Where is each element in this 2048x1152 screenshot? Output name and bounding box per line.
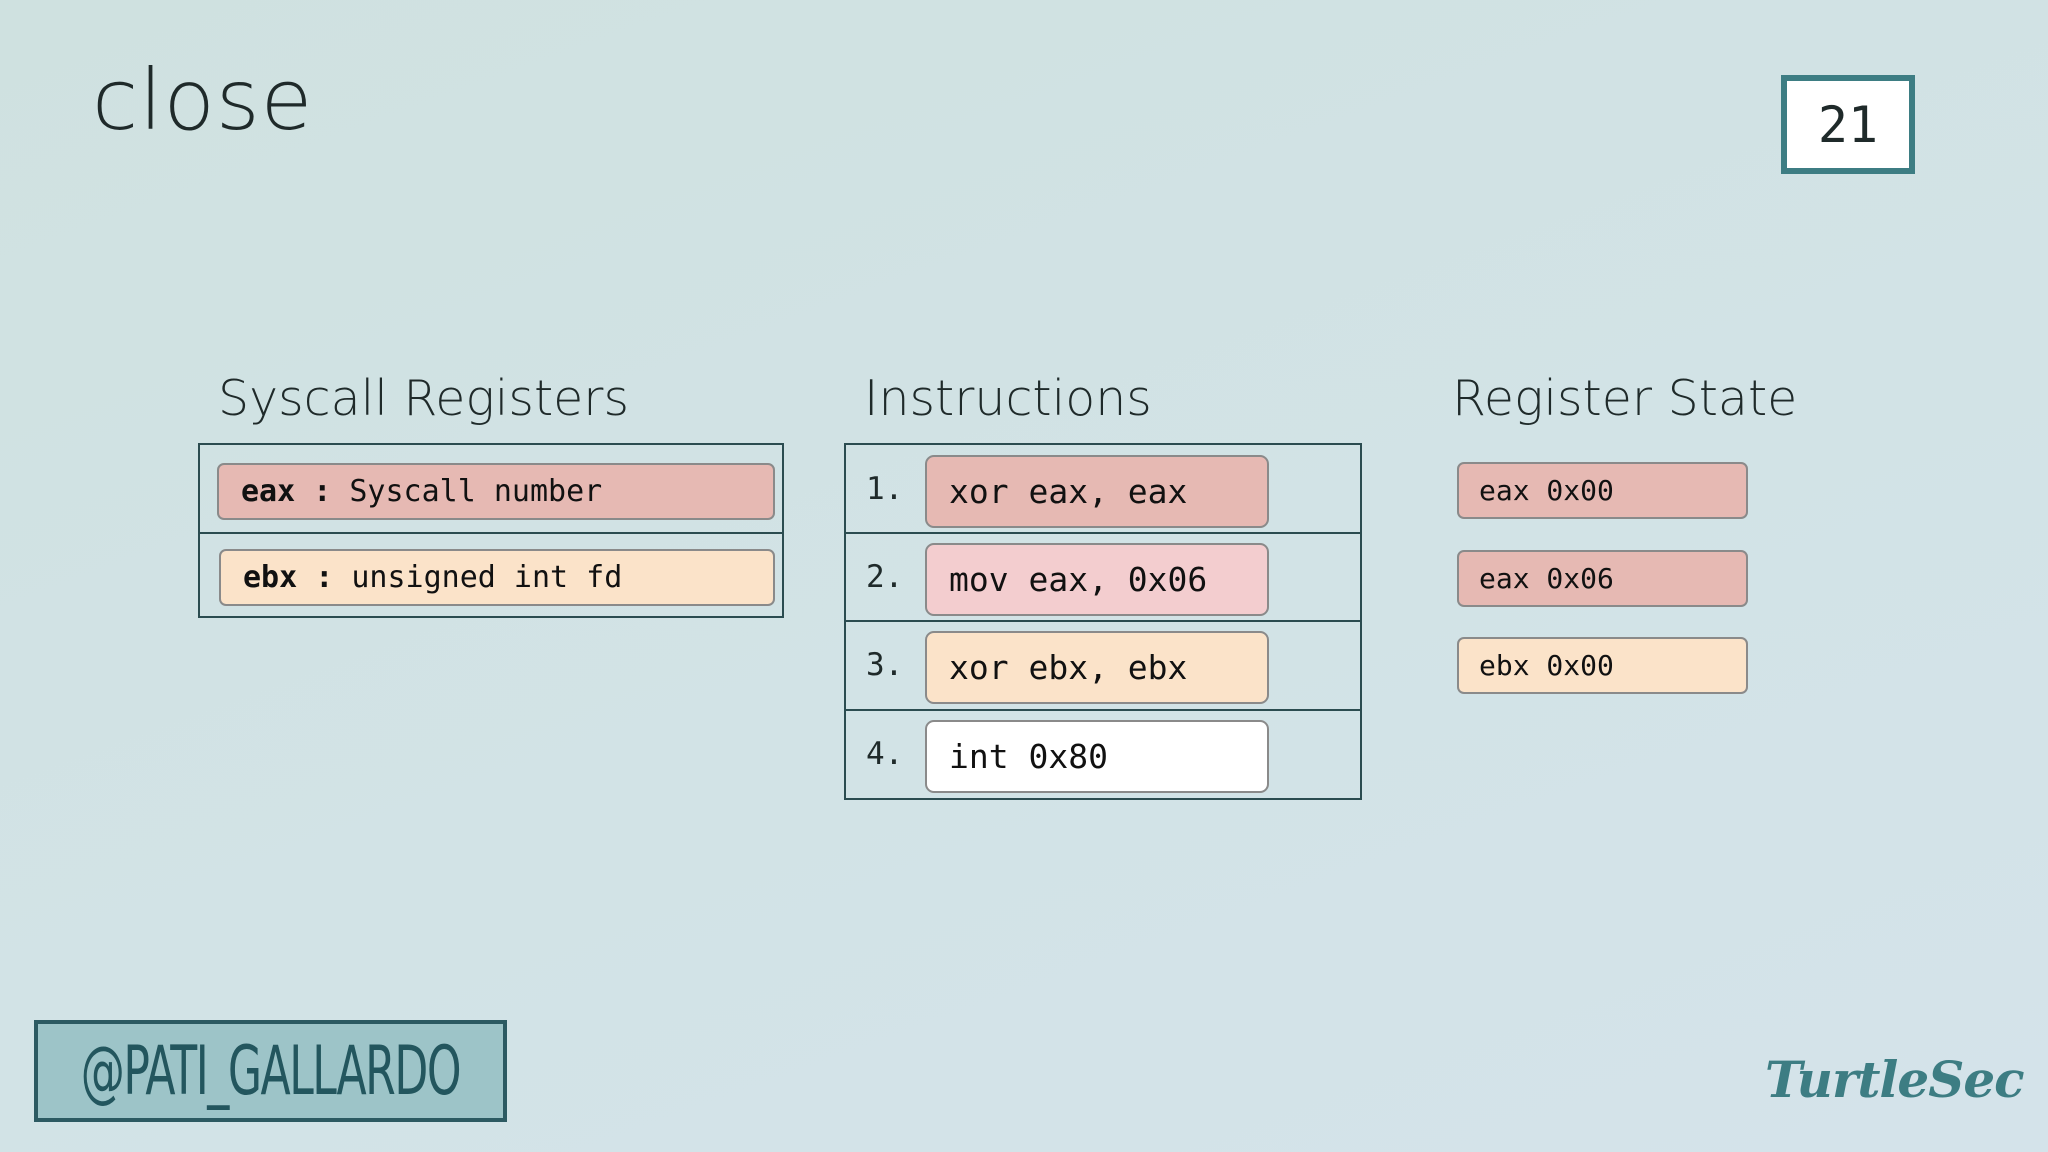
state-ebx-0x00: ebx 0x00 — [1457, 637, 1748, 694]
page-number: 21 — [1817, 95, 1879, 154]
slide-title: close — [92, 51, 314, 149]
table-divider — [846, 709, 1360, 711]
instruction-xor-eax: xor eax, eax — [925, 455, 1269, 528]
instruction-xor-ebx: xor ebx, ebx — [925, 631, 1269, 704]
state-eax-0x06: eax 0x06 — [1457, 550, 1748, 607]
syscall-registers-heading: Syscall Registers — [218, 370, 629, 427]
table-divider — [200, 532, 782, 534]
register-separator: : — [295, 474, 350, 509]
register-description: Syscall number — [349, 474, 603, 509]
table-divider — [846, 620, 1360, 622]
instruction-mov-eax: mov eax, 0x06 — [925, 543, 1269, 616]
instructions-table: 1. xor eax, eax 2. mov eax, 0x06 3. xor … — [844, 443, 1362, 800]
register-row-ebx: ebx : unsigned int fd — [219, 549, 775, 606]
instruction-number: 3. — [866, 647, 904, 683]
instruction-number: 1. — [866, 471, 904, 507]
register-name: ebx — [243, 560, 298, 595]
syscall-registers-table: eax : Syscall number ebx : unsigned int … — [198, 443, 784, 618]
author-handle: @PATI_GALLARDO — [80, 1031, 462, 1111]
state-eax-0x00: eax 0x00 — [1457, 462, 1748, 519]
register-state-heading: Register State — [1452, 370, 1798, 427]
register-description: unsigned int fd — [351, 560, 623, 595]
register-separator: : — [297, 560, 352, 595]
table-divider — [846, 532, 1360, 534]
author-handle-badge: @PATI_GALLARDO — [34, 1020, 507, 1122]
page-number-badge: 21 — [1781, 75, 1915, 174]
instruction-number: 2. — [866, 559, 904, 595]
instructions-heading: Instructions — [864, 370, 1152, 427]
register-row-eax: eax : Syscall number — [217, 463, 775, 520]
brand-logo: TurtleSec — [1765, 1050, 2025, 1109]
register-name: eax — [241, 474, 296, 509]
instruction-int: int 0x80 — [925, 720, 1269, 793]
instruction-number: 4. — [866, 736, 904, 772]
